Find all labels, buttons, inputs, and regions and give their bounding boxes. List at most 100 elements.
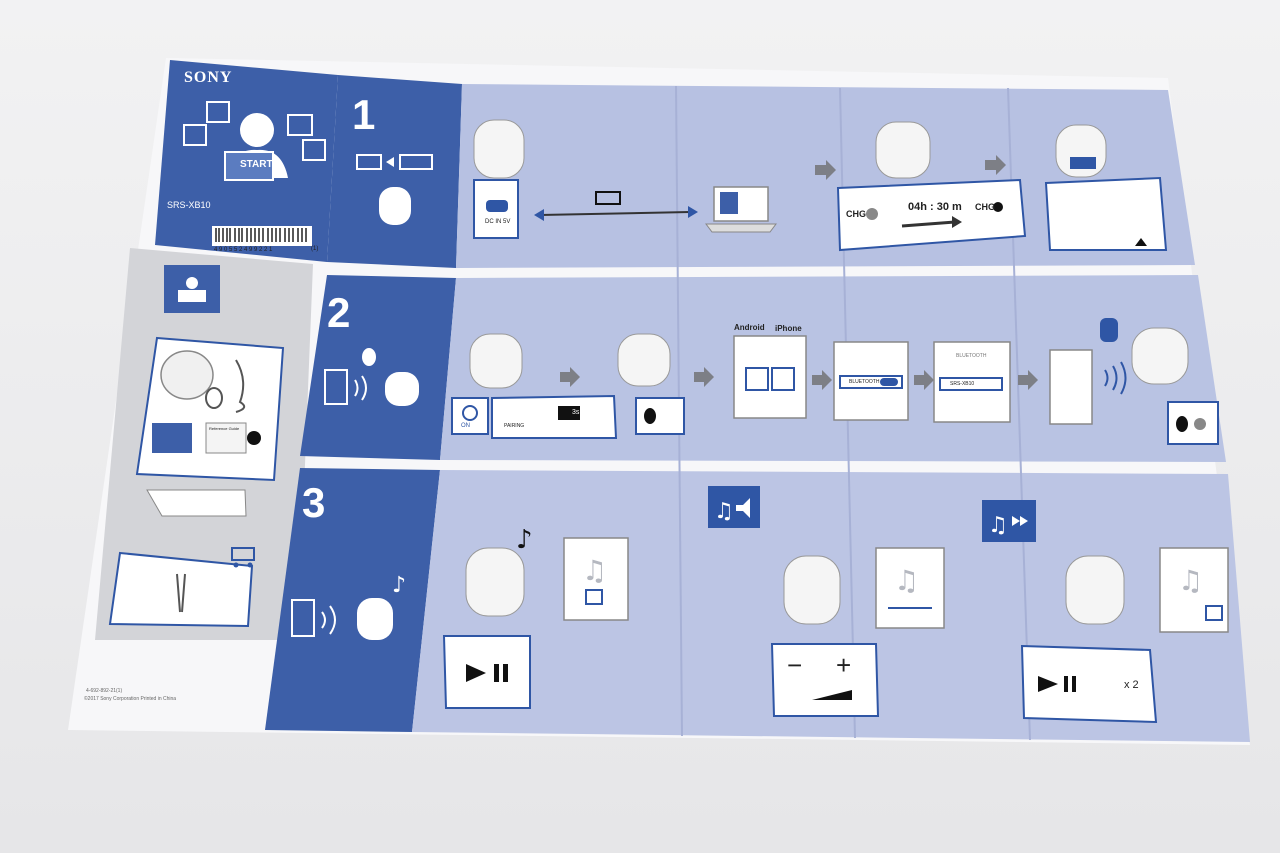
speaker-icon <box>385 372 419 406</box>
android-label: Android <box>734 323 765 332</box>
chg-label-left: CHG <box>846 209 866 219</box>
speaker-illustration <box>1065 555 1125 625</box>
step1-diagram <box>473 119 1168 252</box>
settings-gear-icon <box>771 367 795 391</box>
volume-ramp-icon <box>812 690 852 700</box>
shopping-cart-icon <box>231 547 255 568</box>
strap-illustration <box>205 387 223 409</box>
bluetooth-setting-label: BLUETOOTH <box>849 379 880 385</box>
start-label: START <box>240 159 273 170</box>
music-note-icon <box>302 139 326 161</box>
phone-volume-screen <box>875 547 945 629</box>
battery-low-icon <box>356 154 382 170</box>
step2-column <box>300 275 456 460</box>
port-label: DC IN 5V <box>485 219 511 225</box>
box-contents-card <box>135 336 285 482</box>
arrow-right-icon <box>914 370 934 390</box>
pause-icon <box>494 664 499 682</box>
iphone-label: iPhone <box>775 324 802 333</box>
play-button-icon <box>585 589 603 605</box>
device-name: SRS-XB10 <box>950 381 975 387</box>
signal-icon <box>321 605 336 635</box>
pause-icon <box>1064 676 1068 692</box>
contents-items <box>108 265 285 628</box>
step3-diagram: ♪ ♫ ♫ ♫ ♫ ♫ <box>442 486 1229 724</box>
battery-full-icon <box>595 191 621 205</box>
arrow-right-icon <box>815 160 836 180</box>
step1-column <box>327 75 462 268</box>
bluetooth-icon <box>1176 416 1188 432</box>
press-count: x 2 <box>1124 679 1139 691</box>
quick-guide-leaflet <box>152 423 192 453</box>
speaker-icon <box>379 187 411 225</box>
signal-icon <box>354 375 367 401</box>
step-number-1: 1 <box>352 91 376 138</box>
music-note-icon: ♪ <box>516 525 533 555</box>
hold-time: 3s <box>572 409 580 416</box>
volume-plus: + <box>836 650 852 680</box>
chg-label-right: CHG <box>975 202 995 212</box>
barcode-number: 4 9 0 5 5 2 4 9 9 2 2 1 <box>214 247 273 253</box>
speaker-illustration <box>617 333 671 387</box>
step3-column-icons: ♪ <box>291 573 406 640</box>
arrow-right-icon <box>812 370 832 390</box>
usb-cable-line <box>539 211 691 216</box>
barcode-suffix: (1) <box>311 246 319 252</box>
reference-guide-label: Reference Guide <box>209 426 240 431</box>
bluetooth-header: BLUETOOTH <box>956 353 987 359</box>
next-track-button-icon <box>1205 605 1223 621</box>
music-note-icon: ♫ <box>1178 564 1203 597</box>
question-icon <box>183 124 207 146</box>
model-name: SRS-XB10 <box>167 200 211 210</box>
speaker-illustration <box>1055 124 1107 178</box>
settings-tools-icon <box>745 367 769 391</box>
speaker-illustration <box>875 121 931 179</box>
play-pause-callout <box>442 635 531 709</box>
double-press-callout <box>1020 644 1158 724</box>
music-note-icon: ♫ <box>582 554 607 587</box>
power-icon <box>462 405 478 421</box>
phone-icon <box>324 369 348 405</box>
box-illustration <box>146 489 247 517</box>
arrow-right-icon <box>560 367 580 387</box>
speaker-illustration <box>160 350 214 400</box>
speaker-illustration <box>469 333 523 389</box>
speaker-illustration <box>1131 327 1189 385</box>
footer-code: 4-692-892-21(1) <box>86 688 123 694</box>
laptop-icon <box>705 186 777 233</box>
footer-copyright: ©2017 Sony Corporation Printed in China <box>84 696 177 702</box>
on-label: ON <box>461 423 470 429</box>
step2-column-icons <box>324 348 419 406</box>
step2-diagram <box>451 318 1219 445</box>
play-icon <box>466 664 486 682</box>
speaker-illustration <box>465 547 525 617</box>
pairing-label: PAIRING <box>504 423 525 429</box>
arrow-right-icon <box>985 155 1006 175</box>
phone-connected-illustration <box>1049 349 1093 425</box>
bluetooth-icon <box>1100 318 1118 342</box>
pairing-callout <box>491 394 618 439</box>
step3-column <box>265 468 440 732</box>
phone-settings-screen <box>733 335 807 419</box>
step-number-3: 3 <box>302 479 326 526</box>
bt-connected-callout <box>1167 401 1219 445</box>
bluetooth-icon <box>362 348 376 366</box>
charge-time: 04h : 30 m <box>908 201 962 213</box>
speaker-icon <box>357 598 393 640</box>
volume-minus: − <box>787 650 803 680</box>
optional-accessory-card <box>108 551 254 628</box>
music-note-icon: ♫ <box>894 564 919 597</box>
barcode <box>212 226 312 246</box>
cap-close-callout <box>1044 176 1168 251</box>
power-icon <box>206 101 230 123</box>
info-icon <box>247 431 261 445</box>
chg-led-on-icon <box>993 202 1003 212</box>
usb-cable-illustration <box>235 359 246 413</box>
bt-blink-callout <box>635 397 685 435</box>
brand-logo: SONY <box>184 69 233 86</box>
power-on-callout <box>451 397 489 435</box>
start-figure <box>183 101 326 181</box>
step1-column-icons <box>356 154 433 225</box>
music-volume-icon <box>708 486 760 528</box>
bluetooth-toggle <box>880 378 898 386</box>
